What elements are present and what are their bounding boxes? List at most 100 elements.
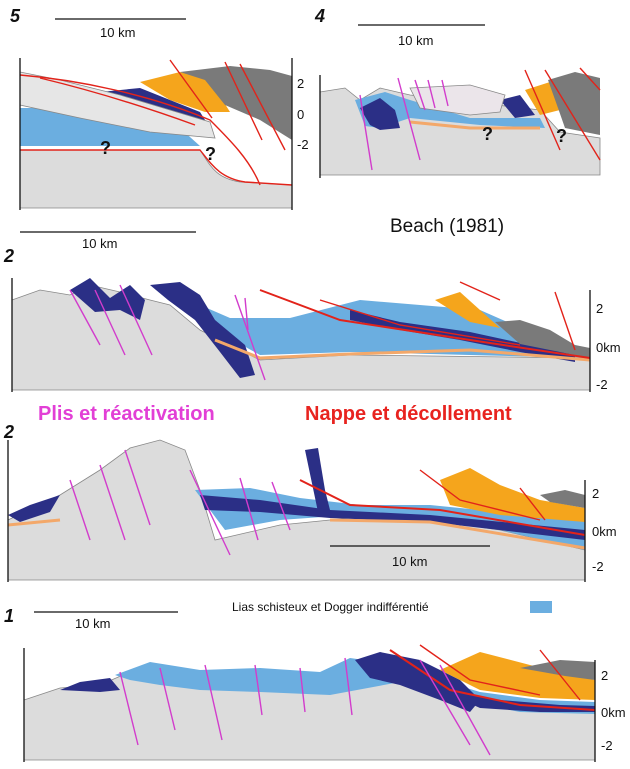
panel-3-fold-fault-1	[69, 289, 101, 346]
panel-2-tick-minus2: -2	[592, 559, 604, 574]
panel-1-thrust-2	[419, 644, 541, 696]
panel-2-fault-right	[519, 487, 546, 521]
citation: Beach (1981)	[390, 216, 504, 237]
panel-1-number: 1	[4, 606, 14, 626]
panel-5-question-1: ?	[100, 138, 111, 158]
panel-2-scale-label: 10 km	[392, 554, 427, 569]
legend-folds-label: Plis et réactivation	[38, 403, 215, 425]
panel-1-tick-2: 2	[601, 668, 608, 683]
panel-5-fault-b	[239, 63, 286, 151]
panel-4-lias-layer	[355, 92, 545, 128]
panel-1-dark-fan	[355, 652, 480, 712]
panel-4-question-2: ?	[556, 126, 567, 146]
panel-4: 4 10 km ? ?	[314, 6, 601, 178]
panel-3-number: 2	[3, 246, 14, 266]
panel-1-thrust-1	[389, 649, 596, 711]
panel-5-thrust-3	[20, 149, 293, 186]
panel-4-scale-label: 10 km	[398, 33, 433, 48]
panel-4-fold-fault-4	[427, 79, 436, 109]
panel-5-number: 5	[10, 6, 21, 26]
panel-2-grey-unit	[540, 490, 585, 508]
panel-2-fold-fault-4	[189, 469, 231, 556]
panel-1-fold-fault-7	[419, 659, 471, 746]
panel-5: 5 10 km ? ? 2 0 -2	[10, 6, 309, 210]
panel-1-fold-fault-8	[439, 664, 491, 756]
panel-1-fold-fault-1	[119, 671, 139, 746]
panel-3-thrust-3	[459, 281, 501, 301]
panel-2-tick-2: 2	[592, 486, 599, 501]
panel-2-tick-0km: 0km	[592, 524, 617, 539]
panel-3-fold-fault-5	[244, 297, 249, 331]
panel-1-fold-fault-4	[254, 664, 263, 716]
panel-2-fold-fault-6	[271, 481, 291, 531]
panel-3-decollement	[214, 338, 591, 362]
panel-2-decollement	[7, 518, 61, 527]
panel-5-grey-unit	[180, 66, 292, 140]
panel-5-tick-2: 2	[297, 76, 304, 91]
panel-2-number: 2	[3, 422, 14, 442]
panel-1: 1 10 km Lias schisteux et Dogger indiffé…	[4, 600, 626, 762]
panel-3: 10 km 2 2 0km -2	[3, 231, 621, 392]
panel-4-decollement	[409, 120, 540, 130]
panel-3-dark-fold-2	[150, 282, 255, 378]
panel-5-tick-minus2: -2	[297, 137, 309, 152]
panel-4-fault-a	[524, 69, 561, 151]
panel-1-dark-left	[60, 678, 120, 692]
panel-2-dark-band	[200, 495, 585, 540]
panel-1-fold-fault-5	[299, 667, 306, 713]
panel-4-question-1: ?	[482, 124, 493, 144]
panel-4-pale-block	[409, 84, 506, 116]
panel-2-lias-layer	[195, 488, 585, 550]
panel-5-scale-label: 10 km	[100, 25, 135, 40]
panel-4-fold-fault-1	[359, 94, 373, 171]
panel-5-lias-layer	[20, 108, 200, 146]
panel-3-fold-fault-2	[94, 289, 126, 356]
panel-2-fold-fault-5	[239, 477, 259, 541]
panel-3-tick-2: 2	[596, 301, 603, 316]
legend-nappe-label: Nappe et décollement	[305, 403, 512, 425]
panel-5-upper-block	[19, 71, 216, 139]
panel-3-fold-fault-3	[119, 284, 153, 356]
panel-4-fault-c	[579, 67, 601, 91]
panel-4-fault-b	[544, 69, 601, 161]
panel-3-scale-label: 10 km	[82, 236, 117, 251]
panel-5-fault-c	[169, 59, 213, 119]
panel-1-thrust-3	[539, 649, 581, 701]
panel-1-fold-fault-3	[204, 664, 223, 741]
panel-4-number: 4	[314, 6, 325, 26]
panel-2-dark-spike	[305, 448, 330, 512]
panel-3-tick-0km: 0km	[596, 340, 621, 355]
panel-2-orange-unit	[440, 468, 585, 522]
panel-3-grey-unit	[495, 320, 590, 358]
legend-lias-label: Lias schisteux et Dogger indifférentié	[232, 600, 429, 614]
panel-4-grey-unit	[548, 72, 600, 135]
panel-3-thrust-1	[259, 289, 591, 359]
panel-1-tick-minus2: -2	[601, 738, 613, 753]
panel-1-orange-unit	[440, 652, 595, 700]
panel-4-fold-fault-2	[397, 77, 421, 161]
panel-5-thrust-2	[39, 77, 196, 126]
panel-5-basement	[19, 149, 293, 209]
panel-3-fold-fault-4	[234, 294, 266, 381]
panel-2-decollement-right	[329, 518, 586, 550]
panel-2-thrust-2	[419, 469, 541, 521]
panel-2-thrust-1	[299, 479, 586, 536]
panel-3-tick-minus2: -2	[596, 377, 608, 392]
panel-5-fault-a	[224, 61, 263, 141]
panel-5-tick-0: 0	[297, 107, 304, 122]
panel-1-scale-label: 10 km	[75, 616, 110, 631]
panel-3-thrust-2	[319, 299, 521, 346]
panel-4-fold-fault-5	[441, 79, 449, 107]
panel-2-fold-fault-2	[99, 464, 126, 541]
panel-5-question-2: ?	[205, 144, 216, 164]
panel-2-fold-fault-3	[124, 449, 151, 526]
panel-4-dark-unit	[360, 98, 400, 130]
panel-2-fold-fault-1	[69, 479, 91, 541]
panel-4-fold-fault-3	[414, 79, 426, 111]
panel-3-fault-right	[554, 291, 576, 351]
panel-1-tick-0km: 0km	[601, 705, 626, 720]
panel-3-dark-fold-1	[70, 278, 145, 320]
panel-4-dark-unit-2	[500, 95, 535, 118]
panel-1-grey-unit	[520, 660, 595, 680]
